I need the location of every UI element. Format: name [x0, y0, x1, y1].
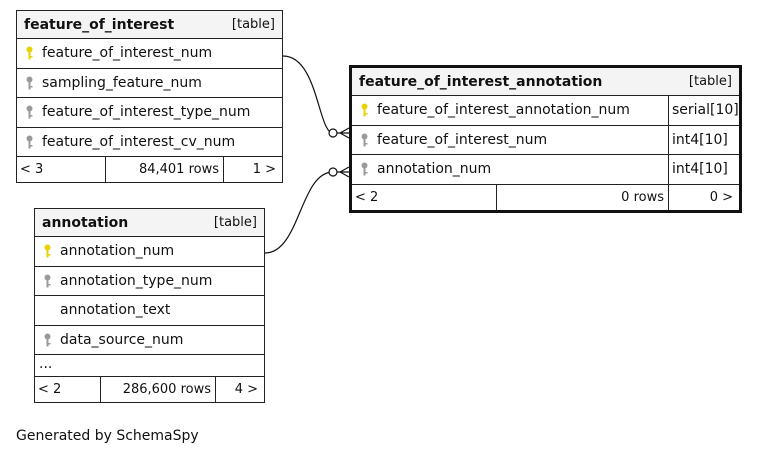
- column-row[interactable]: annotation_num: [35, 237, 264, 267]
- column-type: int4[10]: [668, 125, 739, 154]
- table-header[interactable]: feature_of_interest [table]: [17, 11, 282, 39]
- column-row[interactable]: data_source_num: [35, 326, 264, 355]
- children-count[interactable]: 0 >: [709, 189, 733, 205]
- column-row[interactable]: feature_of_interest_cv_num: [17, 128, 282, 157]
- column-row[interactable]: feature_of_interest_annotation_num seria…: [352, 96, 739, 126]
- table-header[interactable]: annotation [table]: [35, 209, 264, 237]
- children-count[interactable]: 4 >: [234, 382, 258, 397]
- link-annotation-optional-circle: [328, 167, 338, 177]
- table-footer: < 2 286,600 rows 4 >: [35, 377, 264, 402]
- children-count[interactable]: 1 >: [252, 162, 276, 177]
- column-row[interactable]: feature_of_interest_num: [17, 39, 282, 69]
- column-name: feature_of_interest_cv_num: [42, 133, 236, 150]
- primary-key-icon: [19, 39, 39, 68]
- table-name: annotation: [42, 214, 129, 231]
- column-name: annotation_num: [60, 243, 175, 260]
- column-row[interactable]: annotation_text: [35, 296, 264, 326]
- foreign-key-icon: [37, 267, 57, 296]
- column-name: annotation_num: [377, 161, 492, 178]
- link-annotation-crowsfoot: [337, 166, 350, 178]
- table-annotation[interactable]: annotation [table] annotation_num annota…: [34, 208, 265, 403]
- table-name: feature_of_interest_annotation: [359, 73, 603, 90]
- column-row[interactable]: annotation_num int4[10]: [352, 155, 739, 185]
- table-header[interactable]: feature_of_interest_annotation [table]: [352, 68, 739, 96]
- table-kind: [table]: [688, 74, 732, 89]
- column-name: sampling_feature_num: [42, 74, 202, 91]
- foreign-key-icon: [19, 98, 39, 127]
- column-row[interactable]: feature_of_interest_num int4[10]: [352, 125, 739, 155]
- link-annotation: [264, 171, 334, 254]
- table-feature-of-interest-annotation[interactable]: feature_of_interest_annotation [table] f…: [349, 65, 742, 213]
- more-columns-ellipsis[interactable]: ...: [35, 355, 264, 377]
- table-kind: [table]: [231, 17, 275, 32]
- foreign-key-icon: [19, 69, 39, 98]
- column-row[interactable]: annotation_type_num: [35, 267, 264, 296]
- foreign-key-icon: [19, 128, 39, 157]
- row-count: 0 rows: [497, 184, 669, 210]
- link-feature-of-interest-optional-circle: [328, 128, 338, 138]
- primary-key-icon: [354, 96, 374, 125]
- column-row[interactable]: sampling_feature_num: [17, 69, 282, 98]
- table-footer: < 2 0 rows 0 >: [352, 184, 739, 210]
- column-type: int4[10]: [668, 155, 739, 184]
- column-name: feature_of_interest_num: [42, 45, 213, 62]
- no-key-spacer: [37, 296, 57, 325]
- link-feature-of-interest-crowsfoot: [337, 127, 350, 139]
- parents-count[interactable]: < 2: [35, 377, 101, 402]
- table-name: feature_of_interest: [24, 16, 175, 33]
- parents-count[interactable]: < 3: [17, 157, 106, 182]
- row-count: 286,600 rows: [101, 377, 216, 402]
- row-count: 84,401 rows: [106, 157, 224, 182]
- foreign-key-icon: [37, 326, 57, 355]
- column-row[interactable]: feature_of_interest_type_num: [17, 98, 282, 128]
- table-feature-of-interest[interactable]: feature_of_interest [table] feature_of_i…: [16, 10, 283, 183]
- foreign-key-icon: [354, 126, 374, 155]
- link-feature-of-interest: [282, 55, 334, 134]
- column-name: feature_of_interest_type_num: [42, 104, 251, 121]
- column-name: feature_of_interest_annotation_num: [377, 102, 630, 119]
- column-type: serial[10]: [668, 96, 739, 125]
- table-footer: < 3 84,401 rows 1 >: [17, 157, 282, 182]
- column-name: annotation_type_num: [60, 272, 213, 289]
- column-name: feature_of_interest_num: [377, 131, 548, 148]
- parents-count[interactable]: < 2: [352, 184, 497, 210]
- foreign-key-icon: [354, 155, 374, 184]
- primary-key-icon: [37, 237, 57, 266]
- column-name: data_source_num: [60, 331, 184, 348]
- generated-by-credit: Generated by SchemaSpy: [16, 428, 199, 444]
- table-kind: [table]: [213, 215, 257, 230]
- column-name: annotation_text: [60, 302, 171, 319]
